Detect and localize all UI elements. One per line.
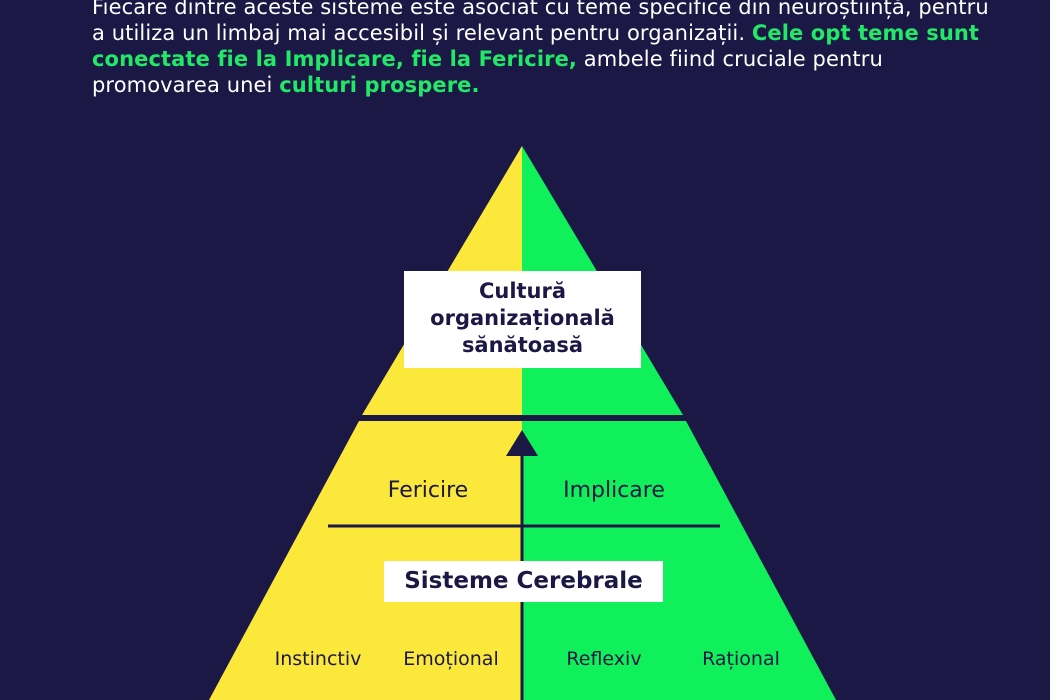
label-happiness: Fericire (387, 478, 469, 503)
intro-sentence-1: Fiecare dintre aceste sisteme este asoci… (92, 0, 989, 45)
intro-paragraph: Fiecare dintre aceste sisteme este asoci… (92, 0, 992, 98)
lower-tier-right (522, 421, 836, 700)
intro-highlight-culture: culturi prospere. (279, 73, 480, 97)
label-engagement: Implicare (563, 478, 665, 503)
lower-tier-left (209, 421, 522, 700)
brain-systems-box: Sisteme Cerebrale (384, 561, 663, 602)
label-rational: Rațional (702, 648, 780, 670)
healthy-culture-box: Cultură organizațională sănătoasă (404, 271, 641, 368)
culture-line-2: organizațională (430, 306, 615, 330)
culture-line-3: sănătoasă (461, 333, 584, 357)
label-reflexive: Reflexiv (566, 648, 642, 670)
label-instinctive: Instinctiv (274, 648, 362, 670)
culture-line-1: Cultură (478, 279, 567, 303)
label-emotional: Emoțional (403, 648, 499, 670)
intro-sentence-2: ambele fiind cruciale pentru promovarea … (92, 47, 883, 97)
upward-arrow-icon (506, 430, 538, 456)
intro-highlight-themes: Cele opt teme sunt conectate fie la Impl… (92, 21, 980, 71)
